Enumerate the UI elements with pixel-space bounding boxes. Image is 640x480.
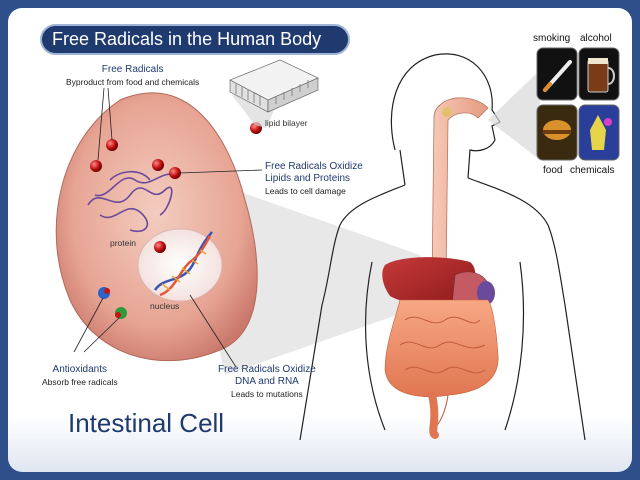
free-radicals-label: Free Radicals Byproduct from food and ch…	[66, 64, 199, 88]
oxidize-lipids-label: Free Radicals Oxidize Lipids and Protein…	[265, 161, 363, 197]
antioxidants-heading: Antioxidants	[52, 364, 108, 375]
lipid-bilayer-graphic	[229, 59, 319, 113]
protein-shape	[87, 170, 176, 232]
oxidize-dna-heading-2: DNA and RNA	[234, 376, 299, 387]
chemicals-label: chemicals	[570, 165, 615, 176]
free-radical-group	[90, 122, 262, 253]
oxidize-dna-sub: Leads to mutations	[230, 389, 303, 399]
sources-panel	[536, 47, 620, 161]
liver	[382, 257, 476, 305]
free-radicals-sub: Byproduct from food and chemicals	[66, 77, 200, 87]
cell-title: Intestinal Cell	[68, 408, 225, 438]
page-title: Free Radicals in the Human Body	[42, 26, 348, 53]
oxidize-lipids-sub: Leads to cell damage	[265, 186, 346, 196]
dna-helix	[153, 231, 213, 297]
food-label: food	[543, 165, 563, 176]
intestinal-cell	[55, 92, 258, 362]
human-body-outline	[299, 53, 586, 441]
free-radicals-heading: Free Radicals	[101, 64, 164, 75]
antioxidants-sub: Absorb free radicals	[42, 377, 118, 387]
salivary-gland	[442, 107, 452, 117]
esophagus	[431, 97, 489, 286]
free-radical	[152, 159, 164, 171]
lipid-bilayer-label: lipid bilayer	[265, 118, 308, 128]
intestines	[384, 299, 499, 398]
free-radical	[90, 160, 102, 172]
oxidize-lipids-heading-1: Free Radicals Oxidize	[265, 161, 363, 172]
spleen	[477, 281, 495, 305]
chemical-bottle-icon	[590, 115, 606, 150]
nucleus-label: nucleus	[150, 301, 180, 311]
alcohol-label: alcohol	[580, 33, 612, 44]
nucleus-shape	[137, 228, 223, 302]
free-radical	[106, 139, 118, 151]
smoking-label: smoking	[533, 33, 571, 44]
antioxidants-label: Antioxidants Absorb free radicals	[42, 364, 118, 388]
oxidize-dna-label: Free Radicals Oxidize DNA and RNA Leads …	[218, 364, 316, 400]
free-radical	[154, 241, 166, 253]
antioxidant-group	[98, 287, 127, 319]
free-radical	[169, 167, 181, 179]
oxidize-lipids-heading-2: Lipids and Proteins	[265, 173, 351, 184]
pointer-lines	[73, 87, 263, 368]
rectum	[428, 391, 439, 439]
protein-label: protein	[110, 238, 136, 248]
oxidize-dna-heading-1: Free Radicals Oxidize	[218, 364, 316, 375]
sources-cone	[488, 70, 540, 160]
beer-mug-icon	[587, 59, 609, 93]
